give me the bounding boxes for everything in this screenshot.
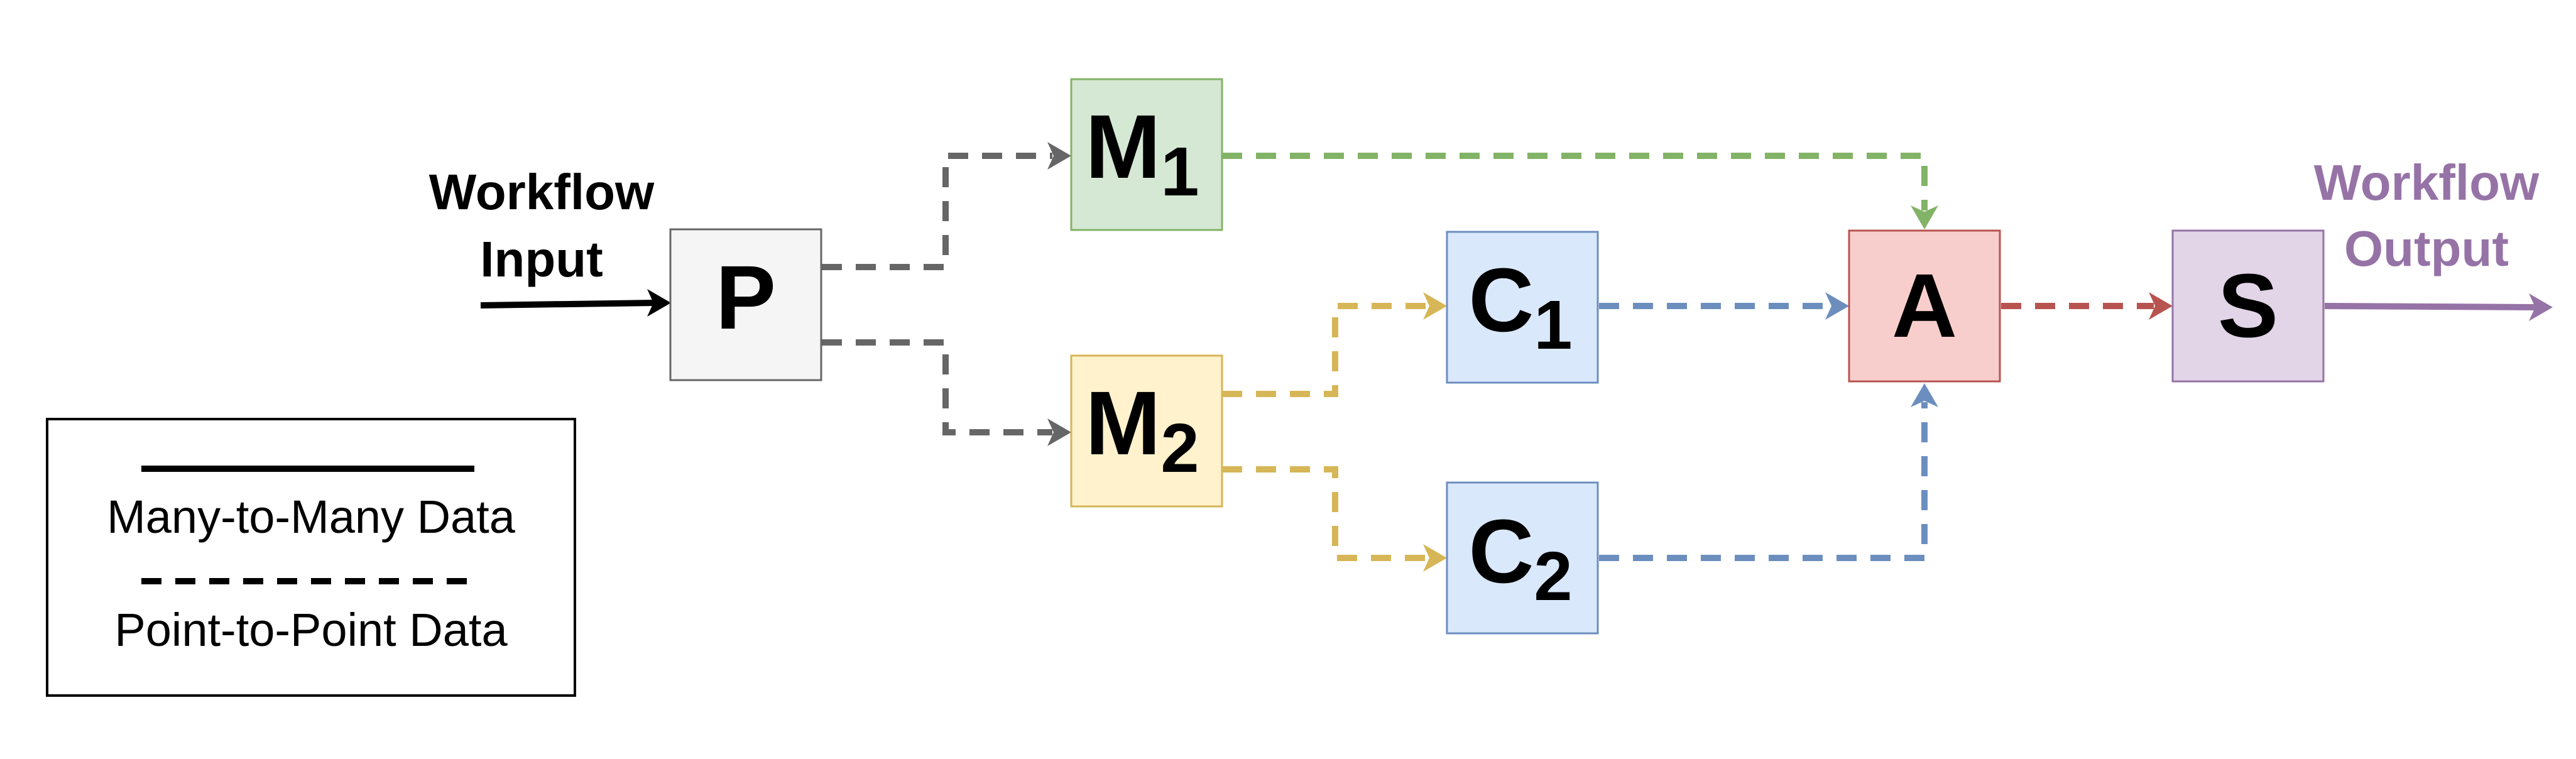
node-c1-box	[1446, 231, 1599, 384]
node-m2-box	[1070, 354, 1223, 508]
arrowhead-m2-to-c2	[1423, 544, 1447, 572]
arrowhead-c2-to-a	[1911, 383, 1938, 407]
node-c1-subscript: 1	[1534, 287, 1572, 364]
arrowhead-input-to-p	[647, 289, 671, 317]
node-c2-label: C2	[1468, 501, 1572, 615]
legend: Many-to-Many Data Point-to-Point Data	[46, 418, 576, 697]
node-c1: C1	[1446, 231, 1599, 384]
node-m1-box	[1070, 78, 1223, 231]
node-m1-label: M1	[1085, 96, 1199, 210]
arrowhead-p-to-m1	[1047, 142, 1071, 170]
edge-m2-to-c2	[1222, 466, 1429, 561]
edge-m1-to-a	[1222, 153, 1928, 210]
node-p: P	[669, 228, 822, 381]
edge-c2-to-a	[1599, 402, 1928, 561]
edge-s-to-output	[2324, 303, 2536, 310]
node-c2-subscript: 2	[1534, 538, 1572, 615]
arrowhead-c1-to-a	[1825, 292, 1849, 320]
arrowhead-m2-to-c1	[1423, 292, 1447, 320]
nodes: P M1 M2 C1 C2 A S	[669, 78, 2325, 635]
arrowhead-s-to-output	[2529, 293, 2553, 321]
node-s: S	[2171, 229, 2325, 383]
edge-p-to-m2	[822, 339, 1052, 435]
edge-m2-to-c1	[1222, 303, 1429, 397]
arrowhead-a-to-s	[2149, 292, 2173, 320]
node-a-box	[1848, 229, 2001, 383]
legend-box	[46, 418, 576, 697]
node-c2: C2	[1446, 481, 1599, 635]
node-m2-label: M2	[1085, 373, 1199, 487]
node-a: A	[1848, 229, 2001, 383]
node-s-label: S	[2218, 255, 2278, 356]
node-m2-subscript: 2	[1160, 410, 1199, 487]
workflow-output-label-line1: Workflow	[2314, 155, 2540, 210]
node-c2-box	[1446, 481, 1599, 635]
node-m1-subscript: 1	[1160, 133, 1199, 210]
node-a-label: A	[1892, 255, 1957, 356]
legend-dashed-label: Point-to-Point Data	[114, 604, 508, 656]
node-s-box	[2171, 229, 2325, 383]
edges	[480, 142, 2553, 572]
arrowhead-m1-to-a	[1911, 205, 1938, 229]
legend-solid-label: Many-to-Many Data	[107, 491, 516, 543]
edge-input-to-p	[480, 300, 654, 309]
edge-p-to-m1	[822, 153, 1052, 270]
node-p-label: P	[716, 247, 776, 348]
node-p-box	[669, 228, 822, 381]
node-c1-label: C1	[1468, 249, 1572, 364]
workflow-input-label-line1: Workflow	[429, 164, 655, 220]
arrowhead-p-to-m2	[1047, 418, 1071, 446]
workflow-input-label-line2: Input	[480, 231, 603, 287]
node-m2: M2	[1070, 354, 1223, 508]
node-m1: M1	[1070, 78, 1223, 231]
workflow-output-label-line2: Output	[2344, 221, 2509, 276]
